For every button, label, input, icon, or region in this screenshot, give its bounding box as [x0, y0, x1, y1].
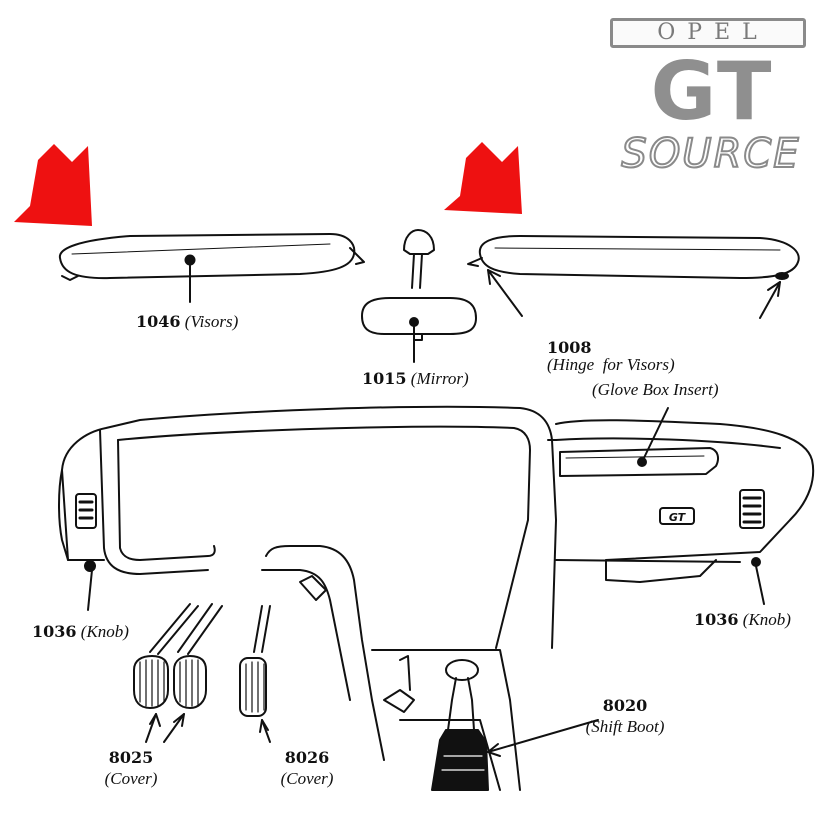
- label-cover-pair: 8025 (Cover): [94, 748, 168, 788]
- logo-opel-text: OPEL: [610, 18, 806, 48]
- part-number-hinge: 1008: [547, 338, 592, 357]
- part-number-mirror: 1015: [362, 369, 407, 388]
- part-desc-knob-left: (Knob): [80, 622, 129, 641]
- label-glovebox: (Glove Box Insert): [592, 381, 719, 398]
- pedal-cover-clutch: [133, 655, 169, 709]
- label-cover-single: 8026 (Cover): [270, 748, 344, 788]
- part-number-cover-pair: 8025: [108, 748, 154, 767]
- part-number-visors: 1046: [136, 312, 181, 331]
- part-number-knob-left: 1036: [32, 622, 77, 641]
- dash-badge-text: GT: [669, 511, 687, 524]
- pedal-cover-brake: [173, 655, 207, 709]
- label-knob-left: 1036 (Knob): [32, 623, 129, 640]
- part-desc-glovebox: (Glove Box Insert): [592, 380, 719, 399]
- pedal-cover-throttle: [239, 657, 267, 717]
- shift-lever: [431, 659, 489, 791]
- red-arrows: [14, 142, 522, 226]
- glove-box-insert: [559, 447, 719, 477]
- part-number-shift-boot: 8020: [602, 696, 648, 715]
- opel-gt-source-logo: OPEL GT SOURCE: [596, 14, 826, 184]
- label-shift-boot: 8020 (Shift Boot): [570, 696, 680, 736]
- part-desc-knob-right: (Knob): [742, 610, 791, 629]
- part-desc-hinge: (Hinge for Visors): [547, 355, 675, 374]
- label-visors: 1046 (Visors): [136, 313, 238, 330]
- column-clip: [299, 575, 327, 601]
- part-number-knob-right: 1036: [694, 610, 739, 629]
- knob-right: [751, 557, 761, 567]
- label-mirror: 1015 (Mirror): [362, 370, 469, 387]
- left-vent: [75, 493, 97, 529]
- logo-source-text: SOURCE: [620, 131, 801, 177]
- part-number-cover-single: 8026: [284, 748, 330, 767]
- label-knob-right: 1036 (Knob): [694, 611, 791, 628]
- part-desc-cover-pair: (Cover): [104, 769, 158, 788]
- label-hinge: 1008 (Hinge for Visors): [530, 322, 675, 390]
- left-visor: [58, 233, 365, 281]
- part-desc-mirror: (Mirror): [410, 369, 469, 388]
- knob-left: [77, 559, 105, 572]
- dashboard-frame: [58, 405, 815, 761]
- red-arrow-left: [14, 144, 92, 226]
- dash-badge: [659, 507, 695, 525]
- right-visor: [467, 235, 800, 280]
- part-desc-visors: (Visors): [184, 312, 239, 331]
- leader-lines: [87, 254, 781, 757]
- right-vent: [739, 489, 765, 529]
- pedal-stalks: [149, 603, 271, 655]
- red-arrow-right: [444, 142, 522, 214]
- part-desc-cover-single: (Cover): [280, 769, 334, 788]
- part-desc-shift-boot: (Shift Boot): [585, 717, 665, 736]
- logo-gt-text: GT: [650, 45, 774, 138]
- rear-view-mirror: [361, 229, 477, 341]
